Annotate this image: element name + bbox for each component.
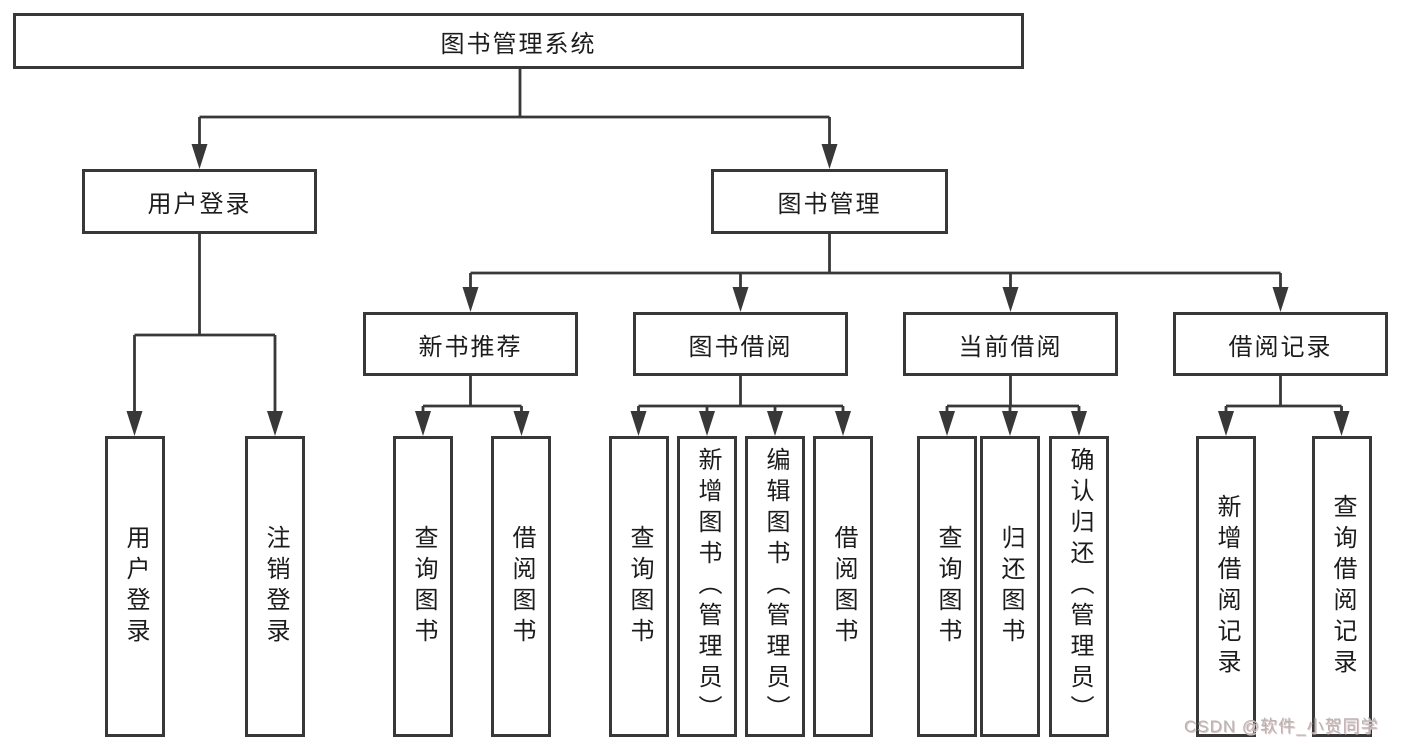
leaf-query-books-current-label: 查询图书 bbox=[934, 524, 961, 649]
node-book-management-label: 图书管理 bbox=[777, 191, 882, 218]
leaf-return-books: 归还图书 bbox=[980, 436, 1040, 737]
node-user-login: 用户登录 bbox=[82, 169, 317, 234]
leaf-query-books-borrow-label: 查询图书 bbox=[626, 524, 653, 649]
node-root: 图书管理系统 bbox=[13, 13, 1024, 69]
leaf-confirm-return-admin-label: 确认归还（管理员） bbox=[1066, 447, 1093, 726]
node-book-borrow: 图书借阅 bbox=[633, 312, 848, 376]
node-new-book-recommend-label: 新书推荐 bbox=[418, 333, 523, 361]
watermark-text: CSDN @软件_小贺同学 bbox=[1184, 717, 1379, 736]
leaf-add-borrow-record-label: 新增借阅记录 bbox=[1213, 493, 1240, 680]
leaf-logout-login-label: 注销登录 bbox=[262, 524, 289, 649]
leaf-borrow-books: 借阅图书 bbox=[813, 436, 873, 737]
leaf-query-borrow-record-label: 查询借阅记录 bbox=[1329, 493, 1356, 680]
leaf-query-books-borrow: 查询图书 bbox=[609, 436, 669, 737]
node-current-borrow-label: 当前借阅 bbox=[958, 333, 1063, 361]
leaf-query-books-recommend-label: 查询图书 bbox=[410, 524, 437, 649]
leaf-borrow-books-recommend: 借阅图书 bbox=[491, 436, 551, 737]
node-new-book-recommend: 新书推荐 bbox=[363, 312, 578, 376]
leaf-query-books-current: 查询图书 bbox=[917, 436, 977, 737]
leaf-query-books-recommend: 查询图书 bbox=[393, 436, 453, 737]
leaf-user-login-label: 用户登录 bbox=[122, 524, 149, 649]
leaf-return-books-label: 归还图书 bbox=[997, 524, 1024, 649]
node-book-management: 图书管理 bbox=[711, 169, 948, 234]
connector-stems bbox=[133, 69, 1343, 413]
leaf-add-books-admin: 新增图书（管理员） bbox=[677, 436, 737, 737]
node-root-label: 图书管理系统 bbox=[440, 30, 597, 58]
node-borrow-record-label: 借阅记录 bbox=[1228, 333, 1333, 361]
leaf-borrow-books-recommend-label: 借阅图书 bbox=[508, 524, 535, 649]
leaf-edit-books-admin-label: 编辑图书（管理员） bbox=[762, 447, 789, 726]
leaf-add-books-admin-label: 新增图书（管理员） bbox=[694, 447, 721, 726]
leaf-user-login: 用户登录 bbox=[105, 436, 165, 737]
node-user-login-label: 用户登录 bbox=[147, 191, 252, 218]
leaf-query-borrow-record: 查询借阅记录 bbox=[1312, 436, 1372, 737]
leaf-edit-books-admin: 编辑图书（管理员） bbox=[745, 436, 805, 737]
node-book-borrow-label: 图书借阅 bbox=[688, 333, 793, 361]
leaf-add-borrow-record: 新增借阅记录 bbox=[1196, 436, 1256, 737]
leaf-logout-login: 注销登录 bbox=[245, 436, 305, 737]
connector-arrowheads bbox=[126, 144, 1350, 436]
node-current-borrow: 当前借阅 bbox=[903, 312, 1118, 376]
leaf-confirm-return-admin: 确认归还（管理员） bbox=[1049, 436, 1109, 737]
leaf-borrow-books-label: 借阅图书 bbox=[830, 524, 857, 649]
node-borrow-record: 借阅记录 bbox=[1173, 312, 1388, 376]
